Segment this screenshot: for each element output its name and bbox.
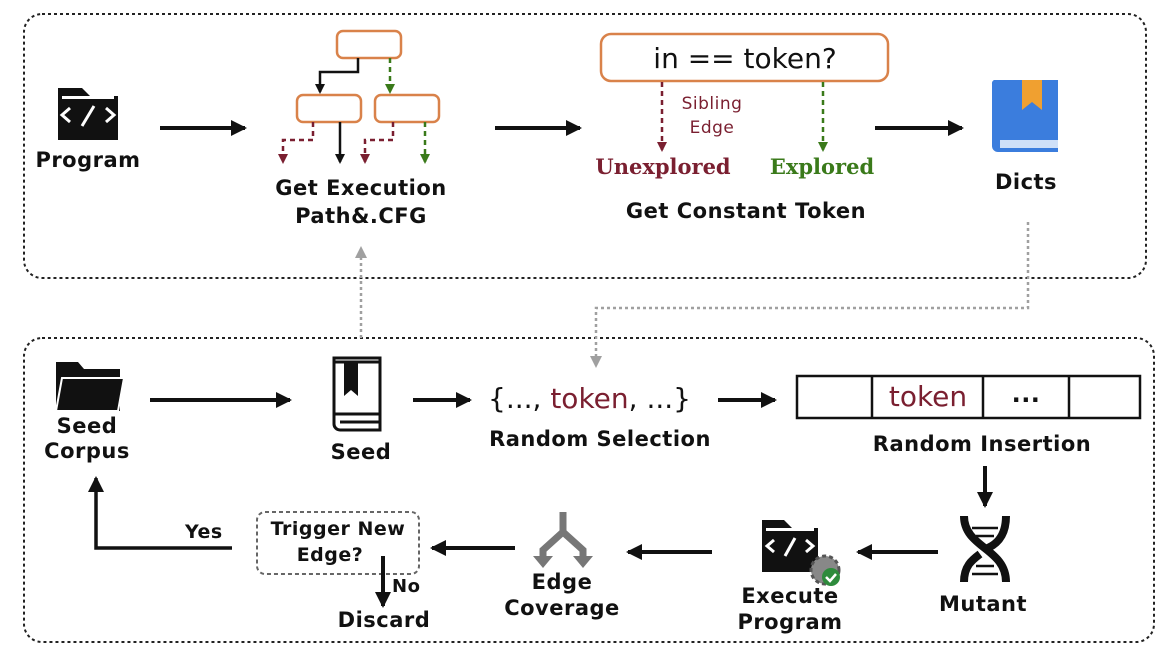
execute-label: Execute [741, 584, 839, 608]
yes-label: Yes [185, 521, 223, 543]
explored-label: Explored [769, 154, 875, 179]
random-selection-label: Random Selection [489, 427, 711, 451]
top-panel [23, 13, 1147, 279]
condition-box [599, 32, 890, 83]
insert-token: token [888, 380, 968, 413]
edge-coverage-label-2: Coverage [504, 596, 620, 620]
program-label: Program [35, 148, 141, 172]
edge-label: Edge [689, 118, 735, 138]
yes-arrow [88, 476, 232, 550]
code-folder-icon [58, 88, 118, 140]
get-execution-label: Get Execution [275, 176, 447, 200]
dicts-label: Dicts [994, 170, 1058, 194]
selection-open: {..., [488, 382, 542, 415]
book-icon [332, 356, 382, 432]
dna-icon [960, 515, 1010, 583]
trigger-label-1: Trigger New [270, 518, 406, 540]
path-cfg-label: Path&.CFG [295, 204, 427, 228]
edge-coverage-label-1: Edge [531, 570, 593, 594]
insertion-strip [795, 374, 1142, 420]
dicts-to-selection-dotted-arrow [590, 222, 1030, 368]
unexplored-label: Unexplored [595, 154, 731, 179]
random-insertion-label: Random Insertion [872, 432, 1092, 456]
selection-token: token [550, 382, 629, 415]
no-label: No [392, 576, 421, 597]
program-label-bottom: Program [737, 610, 843, 634]
mutant-label: Mutant [938, 592, 1028, 616]
trigger-label-2: Edge? [296, 544, 364, 566]
selection-close: , ...} [628, 382, 691, 415]
execute-program-icon [762, 520, 841, 586]
condition-text: in == token? [653, 42, 837, 75]
folder-icon [54, 362, 126, 412]
seed-corpus-label-2: Corpus [44, 439, 130, 463]
cfg-tree [278, 29, 441, 164]
insert-dots: ... [1011, 380, 1041, 408]
edge-coverage-icon [533, 512, 593, 568]
discard-label: Discard [337, 608, 431, 632]
trigger-box [256, 511, 420, 575]
dictionary-icon [991, 80, 1058, 152]
get-constant-token-label: Get Constant Token [625, 199, 867, 223]
selection-set: {..., token, ...} [488, 382, 691, 415]
bottom-panel [23, 337, 1155, 643]
seed-corpus-label-1: Seed [56, 414, 118, 438]
sibling-label: Sibling [681, 94, 743, 114]
seed-label: Seed [330, 440, 392, 464]
